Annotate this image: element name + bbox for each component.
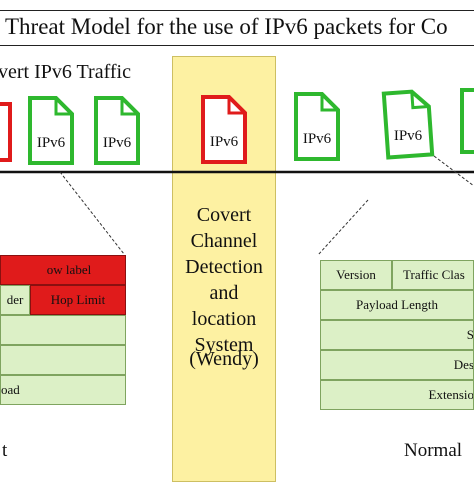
header-field-destination-address (0, 345, 126, 375)
detection-line: Covert (172, 202, 276, 228)
right-zoom-connector (318, 200, 368, 255)
packet-label: IPv6 (29, 135, 73, 152)
header-field-next-header: der (0, 285, 30, 315)
header-field-label: der (7, 292, 24, 308)
header-field-source-address: S (320, 320, 474, 350)
header-field-payload: oad (0, 375, 126, 405)
packet-label: IPv6 (386, 128, 430, 145)
header-field-traffic-class: Traffic Clas (392, 260, 474, 290)
covert-traffic-caption: t (2, 440, 7, 462)
left-zoom-connector (60, 172, 124, 254)
header-field-label: Des (454, 357, 474, 373)
header-field-extension-headers: Extensio (320, 380, 474, 410)
header-field-version: Version (320, 260, 392, 290)
header-field-label: Hop Limit (51, 292, 106, 308)
detection-line: and (172, 280, 276, 306)
packet-label: IPv6 (202, 134, 246, 151)
ipv6-packet-green-icon (30, 98, 72, 163)
packet-label: IPv6 (295, 131, 339, 148)
header-field-flow-label: ow label (0, 255, 126, 285)
detection-line: Detection (172, 254, 276, 280)
header-field-label: oad (1, 382, 20, 398)
covert-packet-partial-icon (0, 104, 10, 160)
detection-system-label: Covert Channel Detection and location Sy… (172, 202, 276, 358)
header-field-hop-limit: Hop Limit (30, 285, 126, 315)
ipv6-packet-partial-icon (462, 90, 474, 152)
packet-label: IPv6 (95, 135, 139, 152)
header-field-source-address (0, 315, 126, 345)
ipv6-packet-green-icon (384, 91, 432, 158)
header-field-label: Traffic Clas (403, 267, 465, 283)
header-field-label: Extensio (429, 387, 474, 403)
header-field-payload-length: Payload Length (320, 290, 474, 320)
detection-agent-label: (Wendy) (172, 348, 276, 371)
ipv6-packet-green-icon (296, 94, 338, 159)
header-field-label: S (467, 327, 474, 343)
ipv6-packet-green-icon (96, 98, 138, 163)
header-field-destination-address: Des (320, 350, 474, 380)
detection-line: Channel (172, 228, 276, 254)
normal-traffic-caption: Normal (404, 440, 462, 462)
ipv6-packet-covert-icon (203, 97, 245, 162)
header-field-label: ow label (47, 262, 91, 278)
header-field-label: Payload Length (356, 297, 438, 313)
detection-line: location (172, 306, 276, 332)
header-field-label: Version (336, 267, 376, 283)
